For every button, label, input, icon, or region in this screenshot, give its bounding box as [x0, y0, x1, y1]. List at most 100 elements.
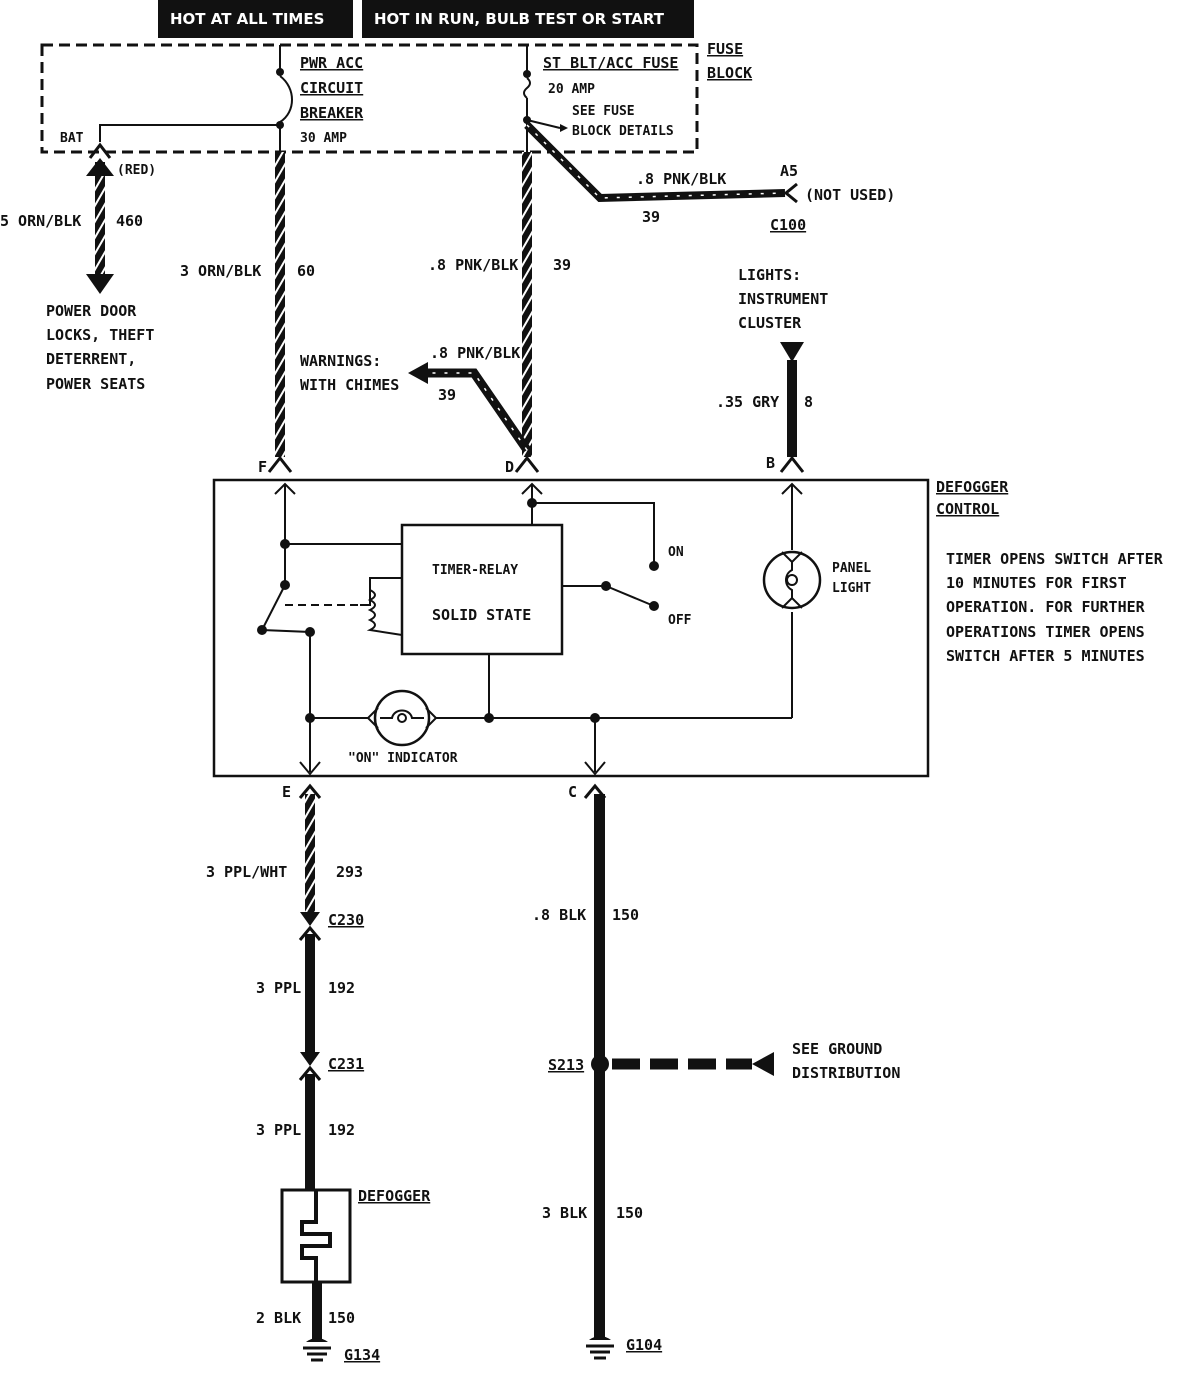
- wire-192-color: 3 PPL: [256, 979, 301, 997]
- fuse-amp: 20 AMP: [548, 82, 595, 97]
- pin-e: E: [282, 783, 291, 801]
- lights-label: CLUSTER: [738, 314, 802, 332]
- timer-note: SWITCH AFTER 5 MINUTES: [946, 647, 1145, 665]
- wire-150a-color: 2 BLK: [256, 1309, 301, 1327]
- power-door-label: DETERRENT,: [46, 350, 136, 368]
- wire-150c-number: 150: [616, 1204, 643, 1222]
- wire-150-b: [583, 783, 609, 1340]
- see-fuse-details: BLOCK DETAILS: [572, 124, 674, 139]
- red-label: (RED): [117, 163, 156, 178]
- svg-text:HOT AT ALL TIMES: HOT AT ALL TIMES: [170, 10, 324, 28]
- wire-150b-color: .8 BLK: [532, 906, 586, 924]
- header-hot-in-run: HOT IN RUN, BULB TEST OR START: [362, 0, 694, 38]
- panel-light-label: LIGHT: [832, 581, 871, 596]
- wire-293-color: 3 PPL/WHT: [206, 863, 287, 881]
- fuse-symbol: [523, 45, 568, 152]
- wire-39: [514, 152, 540, 473]
- power-door-label: POWER DOOR: [46, 302, 137, 320]
- wire-460: [86, 158, 114, 294]
- c231-label: C231: [328, 1055, 364, 1073]
- wire-60-number: 60: [297, 262, 315, 280]
- wire-150a-number: 150: [328, 1309, 355, 1327]
- wire-150c-color: 3 BLK: [542, 1204, 587, 1222]
- wire-8-number: 8: [804, 393, 813, 411]
- breaker-label: BREAKER: [300, 104, 364, 122]
- breaker-label: PWR ACC: [300, 54, 363, 72]
- timer-relay-box: [400, 523, 564, 656]
- svg-text:HOT IN RUN, BULB TEST OR STA: HOT IN RUN, BULB TEST OR START: [374, 10, 665, 28]
- g134-label: G134: [344, 1346, 380, 1364]
- bat-label: BAT: [60, 131, 84, 146]
- control-junction-dots: [257, 498, 659, 723]
- see-ground-label: DISTRIBUTION: [792, 1064, 900, 1082]
- wire-460-number: 460: [116, 212, 143, 230]
- wire-39-a5: [524, 122, 798, 204]
- timer-note: TIMER OPENS SWITCH AFTER: [946, 550, 1164, 568]
- timer-note: OPERATION. FOR FURTHER: [946, 598, 1146, 616]
- wire-39-warn-color: .8 PNK/BLK: [430, 344, 520, 362]
- wire-150b-number: 150: [612, 906, 639, 924]
- wire-192-b: [298, 1065, 322, 1190]
- defogger-label: DEFOGGER: [358, 1187, 431, 1205]
- wire-39-color: .8 PNK/BLK: [428, 256, 518, 274]
- wire-39-warn-number: 39: [438, 386, 456, 404]
- fuse-block-outline: [40, 43, 699, 154]
- wire-39-a5-color: .8 PNK/BLK: [636, 170, 726, 188]
- defogger-control-title: DEFOGGER: [936, 478, 1009, 496]
- wire-293: [298, 783, 322, 926]
- fuse-name: ST BLT/ACC FUSE: [543, 54, 678, 72]
- bat-bus-line: [99, 124, 280, 142]
- pin-f-inner: [274, 482, 296, 495]
- wire-8-color: .35 GRY: [716, 393, 779, 411]
- switch-on-label: ON: [668, 545, 684, 560]
- power-door-label: LOCKS, THEFT: [46, 326, 154, 344]
- wire-39-a5-number: 39: [642, 208, 660, 226]
- wire-460-color: 5 ORN/BLK: [0, 212, 81, 230]
- c230-label: C230: [328, 911, 364, 929]
- breaker-amp: 30 AMP: [300, 131, 347, 146]
- wire-60-color: 3 ORN/BLK: [180, 262, 261, 280]
- ground-g134-symbol: [303, 1338, 331, 1362]
- wire-293-number: 293: [336, 863, 363, 881]
- not-used-label: (NOT USED): [805, 186, 895, 204]
- lights-label: LIGHTS:: [738, 266, 801, 284]
- warnings-label: WARNINGS:: [300, 352, 381, 370]
- warnings-label: WITH CHIMES: [300, 376, 399, 394]
- wire-192b-number: 192: [328, 1121, 355, 1139]
- ground-distribution-link: [612, 1052, 774, 1076]
- timer-note: 10 MINUTES FOR FIRST: [946, 574, 1127, 592]
- c100-label: C100: [770, 216, 806, 234]
- defogger-control-title: CONTROL: [936, 500, 999, 518]
- wire-39-warnings: [408, 362, 531, 453]
- g104-label: G104: [626, 1336, 662, 1354]
- pin-b-inner: [781, 482, 803, 495]
- timer-note: OPERATIONS TIMER OPENS: [946, 623, 1145, 641]
- ground-g104-symbol: [586, 1336, 614, 1360]
- pin-d-inner: [521, 482, 543, 495]
- panel-light-bulb: [762, 550, 822, 610]
- circuit-breaker-symbol: [276, 45, 293, 152]
- fuse-block-label: FUSE: [707, 40, 743, 58]
- fuse-block-label: BLOCK: [707, 64, 752, 82]
- panel-light-label: PANEL: [832, 561, 871, 576]
- see-ground-label: SEE GROUND: [792, 1040, 882, 1058]
- header-hot-at-all-times: HOT AT ALL TIMES: [158, 0, 353, 38]
- wire-39-number: 39: [553, 256, 571, 274]
- on-indicator-bulb: [366, 689, 438, 747]
- power-door-label: POWER SEATS: [46, 375, 145, 393]
- s213-label: S213: [548, 1056, 584, 1074]
- pin-f: F: [258, 458, 267, 476]
- lights-label: INSTRUMENT: [738, 290, 828, 308]
- pin-d: D: [505, 458, 514, 476]
- defogger-control-box: [212, 478, 930, 778]
- see-fuse-details: SEE FUSE: [572, 104, 635, 119]
- wire-192-a: [298, 925, 322, 1066]
- defogger-element: [280, 1188, 352, 1284]
- on-indicator-label: "ON" INDICATOR: [348, 751, 458, 766]
- switch-off-label: OFF: [668, 613, 692, 628]
- wire-8: [779, 342, 805, 473]
- wire-192-number: 192: [328, 979, 355, 997]
- breaker-label: CIRCUIT: [300, 79, 363, 97]
- wire-150-a: [312, 1282, 322, 1342]
